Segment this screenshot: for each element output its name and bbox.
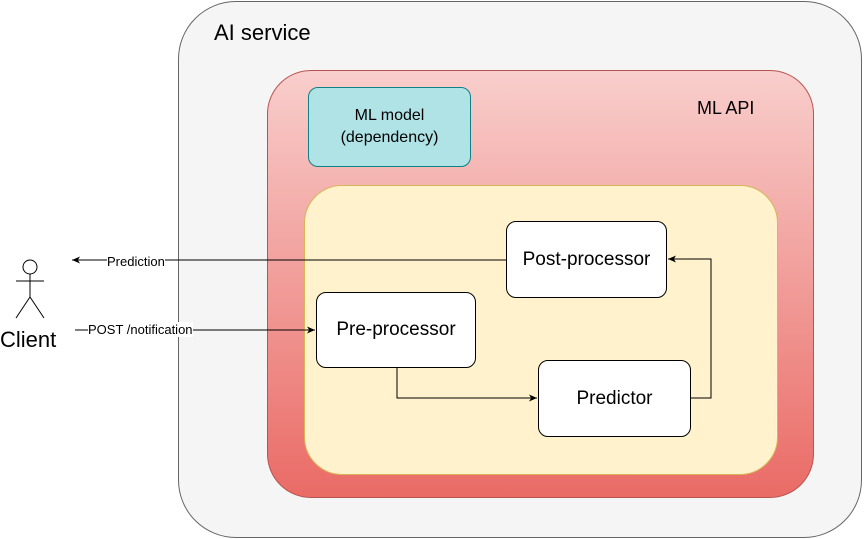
post-notification-edge-label: POST /notification [88, 322, 193, 337]
pre-processor-node[interactable]: Pre-processor [316, 292, 476, 368]
predictor-label: Predictor [576, 387, 653, 409]
ml-model-dependency-label: (dependency) [340, 129, 439, 146]
predictor-to-post-edge [668, 255, 712, 399]
post-processor-node[interactable]: Post-processor [506, 221, 667, 298]
post-processor-label: Post-processor [522, 248, 651, 270]
pre-processor-label: Pre-processor [336, 319, 456, 340]
ai-service-title: AI service [214, 20, 311, 45]
ml-model-node[interactable]: ML model (dependency) [308, 87, 471, 167]
client-label: Client [0, 327, 57, 352]
prediction-edge-label: Prediction [107, 254, 165, 269]
ml-api-title: ML API [697, 98, 755, 118]
client-actor-icon [15, 259, 45, 319]
ml-model-label: ML model [354, 107, 425, 124]
pre-to-predictor-edge [396, 368, 537, 402]
predictor-node[interactable]: Predictor [538, 360, 691, 437]
